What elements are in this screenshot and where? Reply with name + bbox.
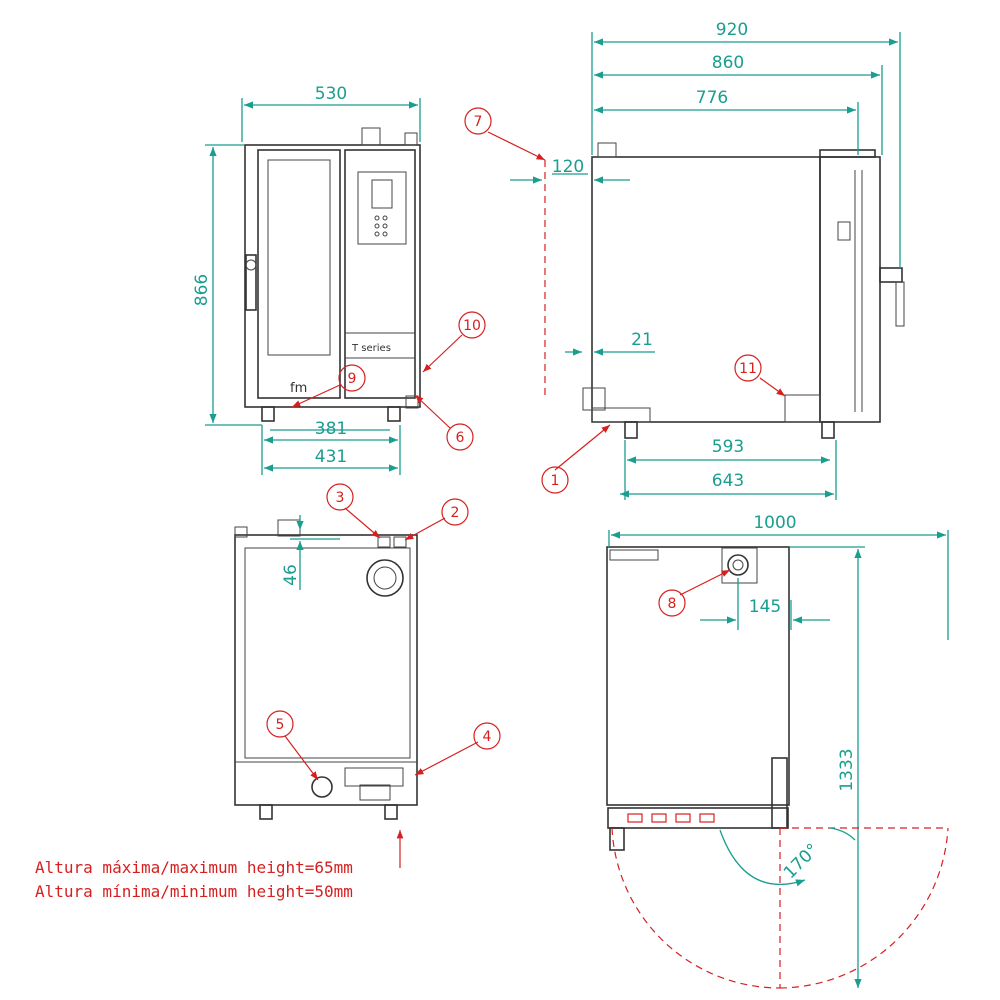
dim-depth-body: 776	[696, 88, 728, 108]
door-arc-right	[779, 827, 949, 989]
callout-8: 8	[668, 596, 677, 612]
foot	[384, 804, 398, 820]
top-view: 1000 145 1333 170°	[606, 513, 949, 989]
dim-door-angle: 170°	[780, 840, 823, 883]
foot	[821, 421, 835, 439]
dim-clearance-top: 120	[552, 157, 584, 177]
callout-1: 1	[551, 473, 560, 489]
dim-total-depth: 920	[716, 20, 748, 40]
callout-10: 10	[463, 318, 481, 334]
dim-depth-handle: 860	[712, 53, 744, 73]
callout-11: 11	[739, 361, 757, 377]
brand-logo: fm	[290, 381, 307, 396]
callout-7: 7	[474, 114, 483, 130]
front-view: T series fm 530 866 381 431	[192, 84, 421, 475]
door-hinge	[771, 757, 788, 829]
dim-top-total: 1000	[753, 513, 796, 533]
foot	[609, 827, 625, 851]
exhaust-fan-icon	[366, 559, 404, 597]
connection-block	[582, 387, 606, 411]
callout-6: 6	[456, 430, 465, 446]
side-view: 920 860 776 120 21 593 643	[510, 20, 905, 500]
dim-feet-inner: 381	[315, 419, 347, 439]
foot	[387, 406, 401, 422]
dim-door-swing: 1333	[837, 748, 857, 791]
callouts: 1 2 3 4 5 6 7 8 9 10 11	[266, 107, 786, 781]
dim-front-height: 866	[192, 274, 212, 306]
rear-view: 46 Altura máxima/maximum height=65mm Alt…	[35, 515, 418, 901]
callout-2: 2	[451, 505, 460, 521]
dim-side-feet-inner: 593	[712, 437, 744, 457]
drain-icon	[311, 776, 333, 798]
callout-3: 3	[336, 490, 345, 506]
callout-5: 5	[276, 717, 285, 733]
note-min-height: Altura mínima/minimum height=50mm	[35, 882, 353, 901]
top-vent	[361, 127, 381, 146]
dim-rear-offset: 46	[281, 564, 301, 586]
dim-side-feet-outer: 643	[712, 471, 744, 491]
callout-4: 4	[483, 729, 492, 745]
dim-exhaust-offset: 145	[749, 597, 781, 617]
door-arc-left	[611, 827, 781, 989]
foot	[624, 421, 638, 439]
callout-9: 9	[348, 371, 357, 387]
connection-panel	[344, 767, 404, 787]
dim-front-width: 530	[315, 84, 347, 104]
foot	[259, 804, 273, 820]
series-label: T series	[351, 343, 391, 354]
side-handle	[879, 267, 903, 283]
side-panel	[784, 394, 821, 423]
note-max-height: Altura máxima/maximum height=65mm	[35, 858, 353, 877]
exhaust-icon	[727, 554, 749, 576]
dim-feet-outer: 431	[315, 447, 347, 467]
dim-clearance-bottom: 21	[631, 330, 653, 350]
door-handle	[245, 254, 257, 311]
foot	[261, 406, 275, 422]
